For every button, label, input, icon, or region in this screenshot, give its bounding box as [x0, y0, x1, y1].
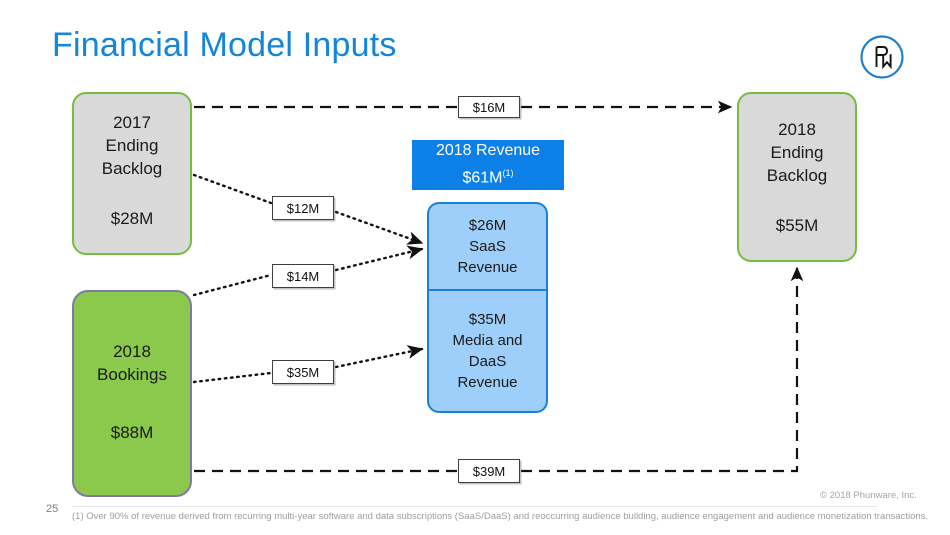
flow-line-14m-left [192, 273, 273, 297]
node-label-line2: Ending [105, 136, 159, 155]
flow-line-12m-right [334, 210, 424, 245]
node-2017-ending-backlog: 2017 Ending Backlog $28M [72, 92, 192, 255]
node-label-line2: SaaS [469, 238, 506, 255]
revenue-amount-value: $61M [462, 169, 503, 187]
node-label-line1: 2018 [778, 120, 816, 139]
node-label-line1: 2018 [113, 342, 151, 361]
node-media-daas-revenue: $35M Media and DaaS Revenue [427, 290, 548, 413]
node-amount: $28M [110, 209, 154, 228]
flow-label-16m: $16M [458, 96, 520, 118]
page-title: Financial Model Inputs [52, 26, 397, 64]
node-label-line3: Backlog [766, 166, 828, 185]
node-label-line2: Media and [452, 332, 523, 349]
node-label-line1: $35M [468, 311, 507, 328]
node-saas-revenue: $26M SaaS Revenue [427, 202, 548, 290]
node-label-line3: Backlog [101, 159, 163, 178]
revenue-footnote-marker: (1) [502, 168, 514, 179]
flow-line-35m-left [192, 371, 273, 384]
node-amount: $88M [110, 423, 154, 442]
node-label-line4: Revenue [457, 374, 518, 391]
node-2018-bookings: 2018 Bookings $88M [72, 290, 192, 497]
flow-line-39m-right [521, 266, 804, 473]
flow-line-12m-left [192, 173, 273, 205]
node-2018-ending-backlog: 2018 Ending Backlog $55M [737, 92, 857, 262]
node-2018-revenue-header: 2018 Revenue $61M(1) [412, 140, 564, 190]
flow-line-14m-right [334, 245, 424, 272]
node-label-line2: Bookings [97, 365, 167, 384]
flow-label-35m: $35M [272, 360, 334, 384]
node-label-line1: $26M [468, 217, 507, 234]
node-label-line2: Ending [770, 143, 824, 162]
page-number: 25 [46, 503, 59, 515]
flow-label-12m: $12M [272, 196, 334, 220]
footer-divider [72, 506, 877, 507]
footnote-text: (1) Over 90% of revenue derived from rec… [72, 511, 929, 522]
revenue-header-amount: $61M(1) [462, 162, 513, 189]
node-amount: $55M [775, 216, 819, 235]
node-label-line3: DaaS [468, 353, 507, 370]
flow-label-39m: $39M [458, 459, 520, 483]
flow-line-35m-right [334, 345, 424, 369]
node-label-line1: 2017 [113, 113, 151, 132]
copyright-notice: © 2018 Phunware, Inc. [820, 490, 917, 501]
node-label-line3: Revenue [457, 259, 518, 276]
phunware-logo-icon [860, 35, 904, 79]
revenue-header-title: 2018 Revenue [435, 142, 541, 160]
flow-label-14m: $14M [272, 264, 334, 288]
